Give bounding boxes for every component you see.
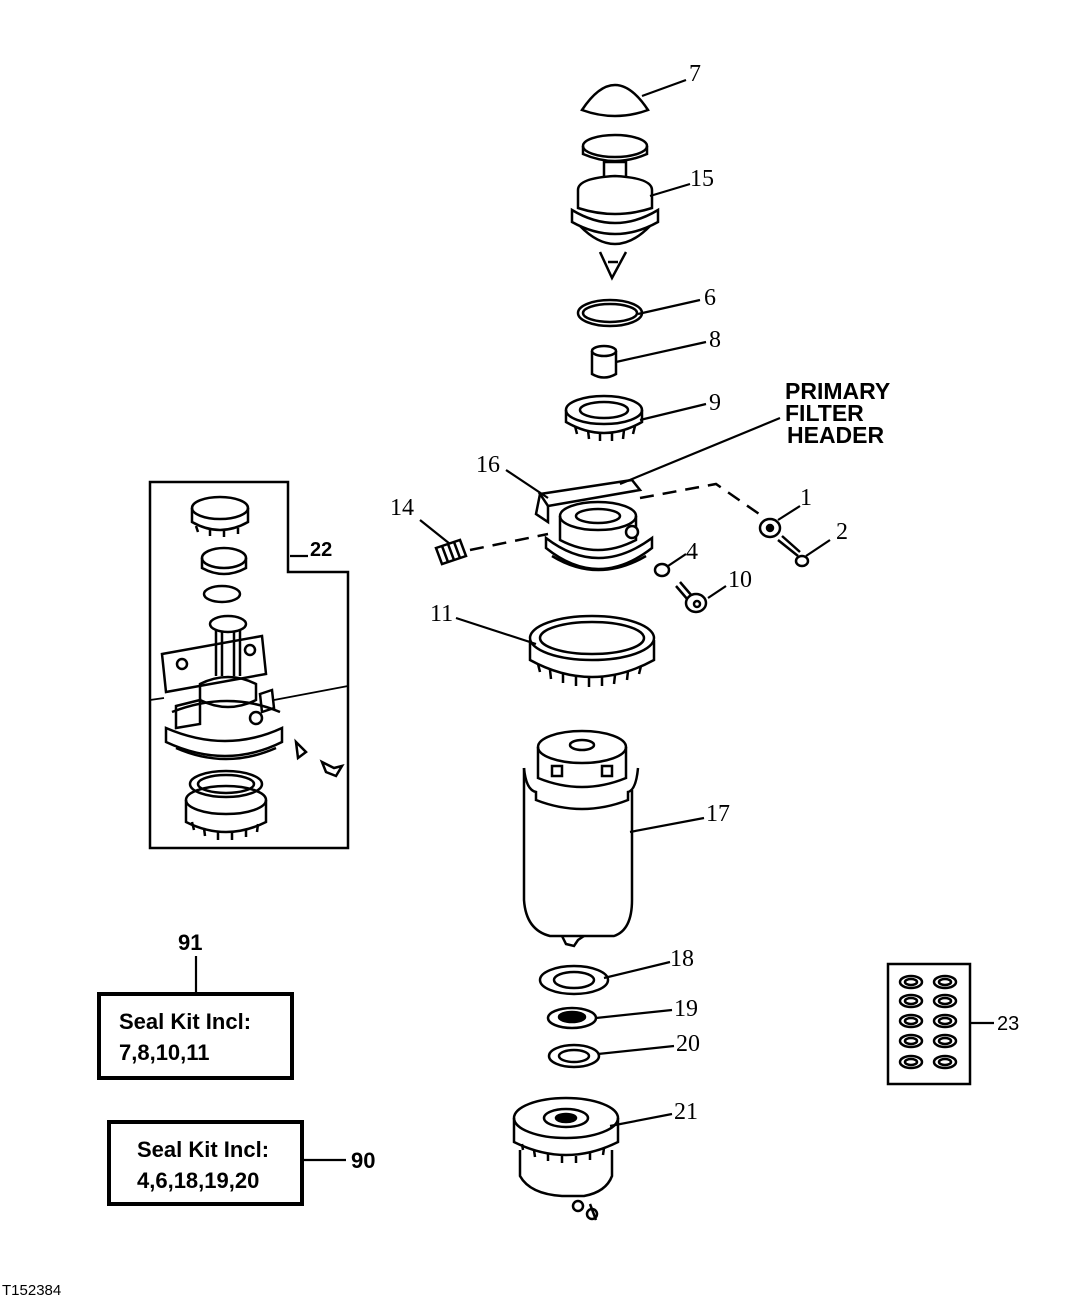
part-6-o-ring [576,298,644,328]
part-label-4: 4 [686,539,698,565]
part-20-seal [547,1043,601,1069]
part-7-dome-cap [580,83,650,118]
seal-kit-91-parts: 7,8,10,11 [119,1040,210,1065]
figure-id: T152384 [2,1282,62,1299]
seal-kit-91-number: 91 [178,930,203,955]
primary-filter-header-label: PRIMARY FILTER HEADER [783,378,891,448]
part-15-valve-assembly [570,133,660,281]
part-16-primary-filter-header [534,478,654,572]
part-9-bearing-ring [564,394,644,441]
seal-kit-91-title: Seal Kit Incl: [119,1009,252,1034]
part-label-6: 6 [704,285,716,311]
part-19-seal [546,1006,598,1030]
part-label-8: 8 [709,327,721,353]
part-10-bleed-screw [675,581,708,614]
part-label-17: 17 [706,801,730,827]
part-17-filter-element [522,729,640,948]
seal-kit-90-box: Seal Kit Incl: 4,6,18,19,20 [107,1120,304,1206]
part-label-16: 16 [476,452,500,478]
part-label-20: 20 [676,1031,700,1057]
part-label-21: 21 [674,1099,698,1125]
seal-kit-90-parts: 4,6,18,19,20 [137,1168,260,1193]
header-label-line-2: FILTER [785,400,864,426]
assembly-dashed-lines [469,482,763,552]
part-4-small-washer [653,562,671,578]
part-21-bowl [512,1096,620,1221]
part-label-14: 14 [390,495,414,521]
part-label-19: 19 [674,996,698,1022]
part-label-22: 22 [310,539,333,561]
part-label-18: 18 [670,946,694,972]
inset-reference-lines [149,685,349,701]
part-label-2: 2 [836,519,848,545]
part-label-7: 7 [689,61,701,87]
part-2-screw [777,535,810,568]
seal-kit-90-number: 90 [351,1148,376,1173]
seal-kit-91-box: Seal Kit Incl: 7,8,10,11 [97,992,294,1080]
part-14-plug [434,538,468,566]
part-label-10: 10 [728,567,752,593]
leader-lines [194,78,994,1162]
part-23-o-ring-card [886,962,972,1086]
part-22-inset-assembly [148,480,350,850]
part-label-23: 23 [997,1013,1020,1035]
part-8-bushing [590,344,618,379]
header-label-line-3: HEADER [787,422,885,448]
part-11-retaining-ring [528,614,656,687]
header-label-line-1: PRIMARY [785,378,891,404]
part-label-15: 15 [690,166,714,192]
part-label-9: 9 [709,390,721,416]
part-label-1: 1 [800,485,812,511]
part-18-gasket [538,964,610,996]
part-label-11: 11 [430,601,454,627]
part-1-washer [758,517,782,539]
seal-kit-90-title: Seal Kit Incl: [137,1137,270,1162]
